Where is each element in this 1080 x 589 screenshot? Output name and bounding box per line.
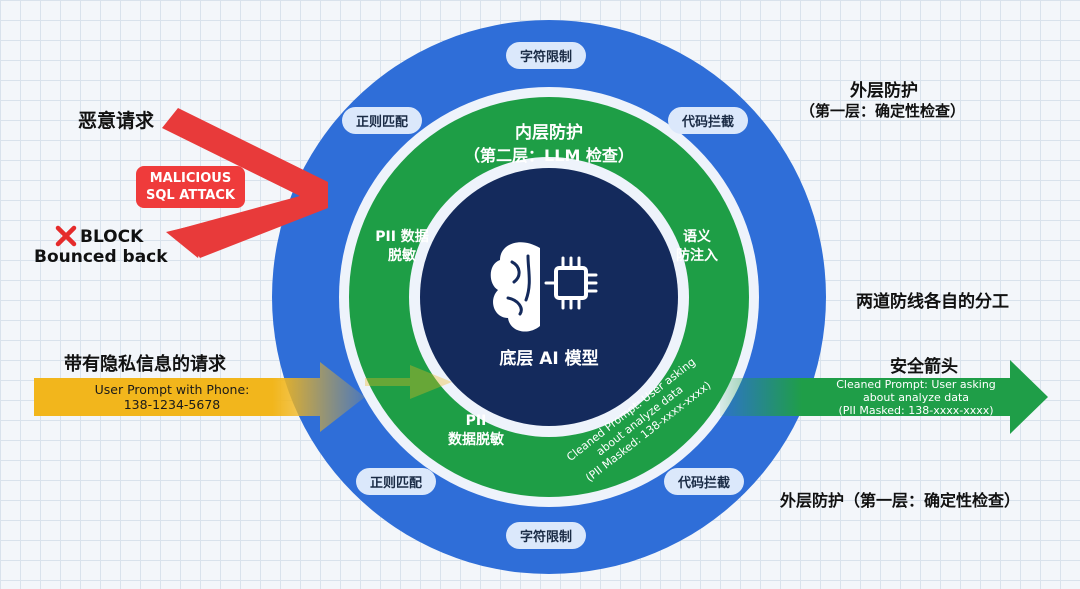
- pii-masking-bottom: PII 数据脱敏: [436, 412, 516, 450]
- core-circle: [420, 168, 678, 426]
- safe-text-line2: about analyze data: [862, 391, 970, 404]
- badge-line2: SQL ATTACK: [146, 188, 235, 203]
- bounce-arrowhead: [166, 222, 208, 258]
- safe-text-line1: Cleaned Prompt: User asking: [836, 378, 996, 391]
- pii-request-label: 带有隐私信息的请求: [64, 354, 226, 375]
- outer-layer-subtitle: （第一层：确定性检查）: [800, 102, 966, 120]
- request-arrow: [34, 362, 365, 432]
- outer-layer-bottom-note: 外层防护（第一层：确定性检查）: [780, 491, 1021, 510]
- semantic-injection-label: 语义 防注入: [662, 228, 732, 266]
- outer-pill-regex-top: 正则匹配: [342, 107, 423, 134]
- malicious-arrow: [162, 108, 328, 258]
- inner-ring-subtitle: （第二层：LLM 检查）: [464, 146, 634, 165]
- outer-pill-regex-bottom: 正则匹配: [356, 468, 437, 495]
- request-arrow-text: User Prompt with Phone: 138-1234-5678: [62, 382, 282, 412]
- pii-left-line2: 脱敏: [388, 248, 416, 264]
- request-text-line2: 138-1234-5678: [123, 397, 221, 412]
- outer-pill-code-block-bottom: 代码拦截: [664, 468, 745, 495]
- safe-arrow-title: 安全箭头: [890, 357, 958, 377]
- division-label: 两道防线各自的分工: [856, 292, 1009, 312]
- safe-text-line3: (PII Masked: 138-xxxx-xxxx): [838, 404, 994, 417]
- pii-masking-left: PII 数据 脱敏: [362, 228, 442, 266]
- injection-line1: 语义: [683, 229, 711, 245]
- malicious-sql-badge: MALICIOUS SQL ATTACK: [136, 166, 245, 208]
- request-arrow-fade: [365, 365, 452, 399]
- outer-layer-title: 外层防护: [850, 81, 918, 101]
- bounced-back-label: Bounced back: [34, 247, 168, 267]
- core-model-label: 底层 AI 模型: [499, 349, 599, 369]
- brain-chip-icon: [490, 242, 598, 332]
- inner-ring-title: 内层防护: [515, 123, 583, 143]
- safe-arrow: [720, 360, 1048, 434]
- pii-bottom-line2: 数据脱敏: [448, 432, 504, 448]
- malicious-request-label: 恶意请求: [78, 110, 155, 132]
- block-label: BLOCK: [80, 227, 144, 247]
- outer-pill-char-limit-top: 字符限制: [506, 42, 587, 69]
- x-mark-icon: [55, 225, 77, 247]
- outer-pill-code-block-top: 代码拦截: [668, 107, 749, 134]
- request-text-line1: User Prompt with Phone:: [94, 382, 250, 397]
- injection-line2: 防注入: [676, 248, 718, 264]
- badge-line1: MALICIOUS: [149, 171, 232, 186]
- pii-bottom-line1: PII: [465, 413, 487, 429]
- safe-arrow-text: Cleaned Prompt: User asking about analyz…: [826, 378, 1006, 417]
- outer-pill-char-limit-bottom: 字符限制: [506, 522, 587, 549]
- pii-left-line1: PII 数据: [375, 229, 429, 245]
